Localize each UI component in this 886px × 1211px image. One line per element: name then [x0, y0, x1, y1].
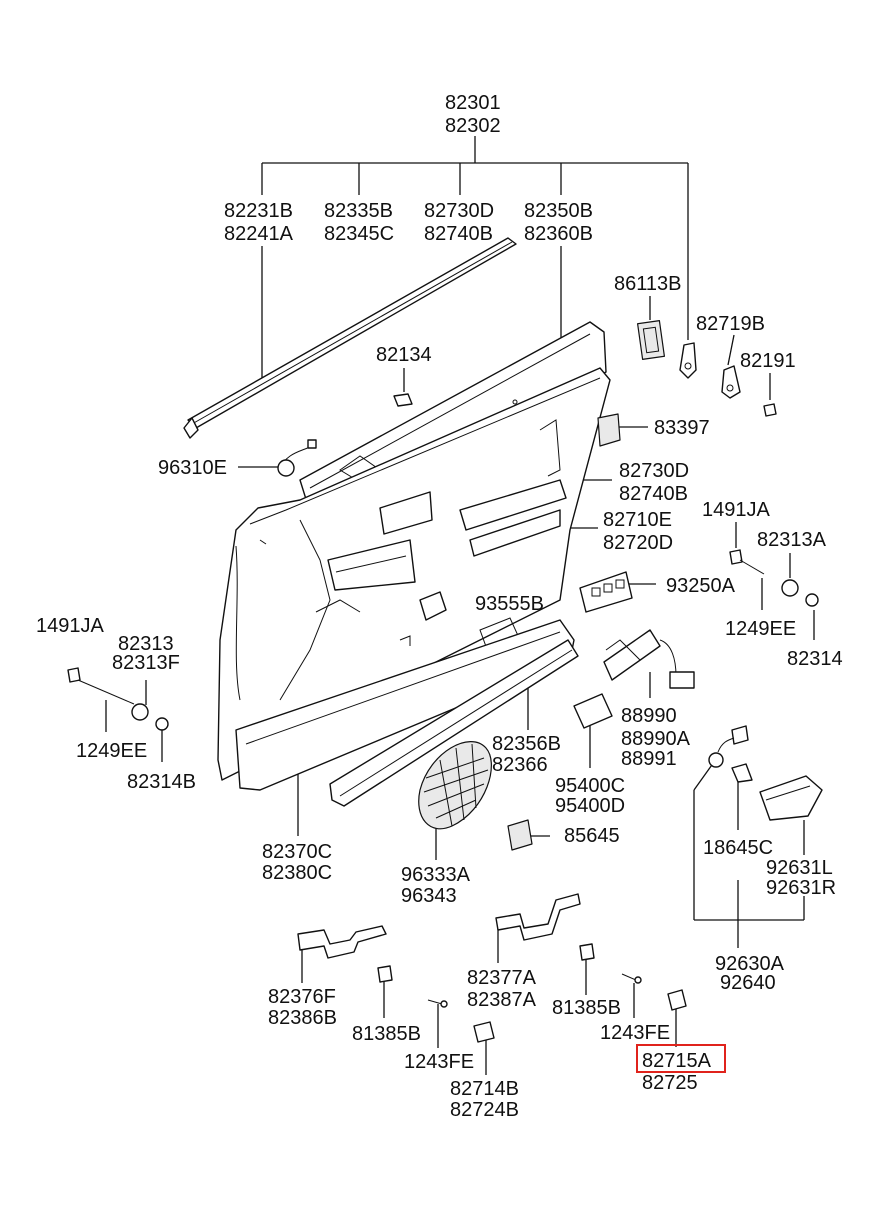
- part-label-82720D: 82720D: [603, 532, 673, 554]
- part-label-82356B: 82356B: [492, 733, 561, 755]
- part-label-1249EE-left: 1249EE: [76, 740, 147, 762]
- part-label-82377A: 82377A: [467, 967, 537, 989]
- part-label-86113B: 86113B: [614, 273, 681, 295]
- part-label-93555B: 93555B: [475, 593, 544, 615]
- part-label-82370C: 82370C: [262, 841, 332, 863]
- part-label-82366: 82366: [492, 754, 548, 776]
- part-label-82350B: 82350B: [524, 200, 593, 222]
- part-label-82345C: 82345C: [324, 223, 394, 245]
- part-label-82231B: 82231B: [224, 200, 293, 222]
- part-label-92640: 92640: [720, 972, 776, 994]
- part-label-82740B: 82740B: [424, 223, 493, 245]
- highlight-box-82715A: [636, 1044, 726, 1073]
- part-label-1491JA-left: 1491JA: [36, 615, 104, 637]
- part-label-85645: 85645: [564, 825, 620, 847]
- part-label-96333A: 96333A: [401, 864, 471, 886]
- part-label-82719B: 82719B: [696, 313, 765, 335]
- part-label-81385B-left: 81385B: [352, 1023, 421, 1045]
- part-label-82313: 82313: [118, 633, 174, 655]
- part-label-82241A: 82241A: [224, 223, 294, 245]
- part-label-82314B: 82314B: [127, 771, 196, 793]
- part-label-82360B: 82360B: [524, 223, 593, 245]
- part-label-18645C: 18645C: [703, 837, 773, 859]
- part-label-82313A: 82313A: [757, 529, 827, 551]
- part-label-82313F: 82313F: [112, 652, 180, 674]
- part-label-82715A: 82715A: [642, 1050, 712, 1072]
- part-label-81385B-mid: 81385B: [552, 997, 621, 1019]
- part-label-82730D: 82730D: [424, 200, 494, 222]
- part-label-1243FE-left: 1243FE: [404, 1051, 474, 1073]
- part-label-82302: 82302: [445, 115, 501, 137]
- part-label-82740B-mid: 82740B: [619, 483, 688, 505]
- part-label-82314: 82314: [787, 648, 843, 670]
- part-label-95400D: 95400D: [555, 795, 625, 817]
- part-label-82301: 82301: [445, 92, 501, 114]
- part-label-88991: 88991: [621, 748, 677, 770]
- part-label-82376F: 82376F: [268, 986, 336, 1008]
- part-label-93250A: 93250A: [666, 575, 736, 597]
- part-label-92631L: 92631L: [766, 857, 833, 879]
- part-label-95400C: 95400C: [555, 775, 625, 797]
- part-label-82335B: 82335B: [324, 200, 393, 222]
- part-label-92631R: 92631R: [766, 877, 836, 899]
- part-labels: 82301 82302 82231B 82241A 82335B 82345C …: [36, 92, 843, 1121]
- part-label-82730D-mid: 82730D: [619, 460, 689, 482]
- part-label-82710E: 82710E: [603, 509, 672, 531]
- part-label-96343: 96343: [401, 885, 457, 907]
- part-label-82386B: 82386B: [268, 1007, 337, 1029]
- part-label-1249EE-right: 1249EE: [725, 618, 796, 640]
- part-label-82714B: 82714B: [450, 1078, 519, 1100]
- part-label-82380C: 82380C: [262, 862, 332, 884]
- part-label-82191: 82191: [740, 350, 796, 372]
- part-label-82724B: 82724B: [450, 1099, 519, 1121]
- part-label-1243FE-mid: 1243FE: [600, 1022, 670, 1044]
- part-label-1491JA-right: 1491JA: [702, 499, 770, 521]
- small-parts: [67, 320, 823, 1043]
- part-label-82134: 82134: [376, 344, 432, 366]
- part-label-82387A: 82387A: [467, 989, 537, 1011]
- weatherstrip-garnish: [183, 237, 517, 439]
- part-label-88990A: 88990A: [621, 728, 691, 750]
- part-label-92630A: 92630A: [715, 953, 785, 975]
- door-trim-lower: [235, 619, 579, 807]
- part-label-96310E: 96310E: [158, 457, 227, 479]
- speaker-grille: [418, 741, 492, 830]
- part-label-82725: 82725: [642, 1072, 698, 1094]
- part-label-83397: 83397: [654, 417, 710, 439]
- part-label-88990: 88990: [621, 705, 677, 727]
- door-trim-main: [217, 367, 611, 781]
- leader-lines: [105, 136, 815, 1075]
